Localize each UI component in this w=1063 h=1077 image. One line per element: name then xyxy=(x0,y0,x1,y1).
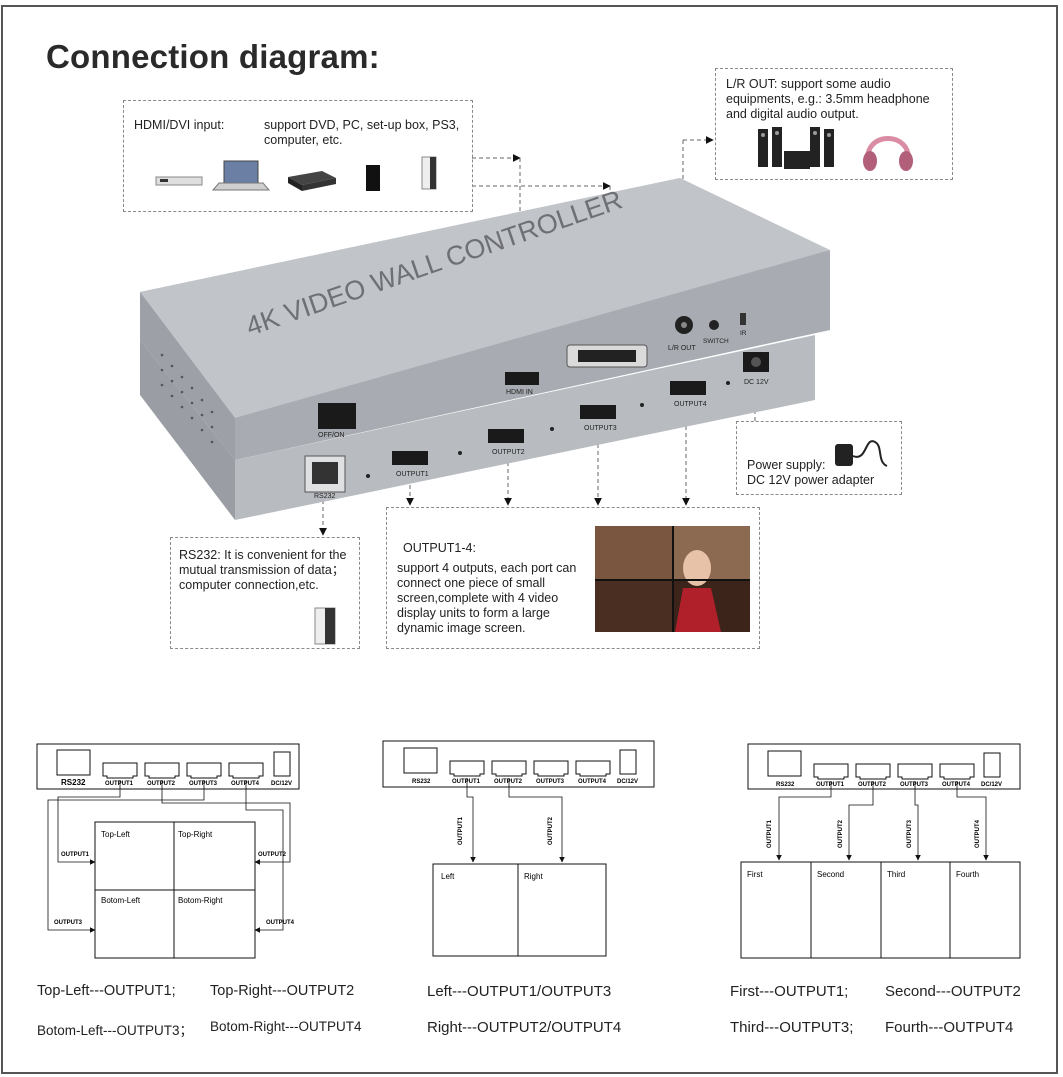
layout-2x2: RS232 OUTPUT1 OUTPUT2 OUTPUT3 OUTPUT4 DC… xyxy=(36,743,300,959)
diagram-label: DC/12V xyxy=(271,781,292,787)
diagram-label: RS232 xyxy=(776,782,795,788)
diagram-label: OUTPUT3 xyxy=(54,920,83,926)
switch-button xyxy=(709,320,719,330)
power-supply-box: Power supply: DC 12V power adapter xyxy=(736,421,902,495)
computer-tower-icon xyxy=(421,156,437,190)
output4-port xyxy=(670,381,706,395)
set-top-box-icon xyxy=(288,171,336,191)
lr-out-box: L/R OUT: support some audio equipments, … xyxy=(715,68,953,180)
power-switch xyxy=(318,403,356,429)
output2-port-label: OUTPUT2 xyxy=(492,449,525,456)
diagram-label: Fourth xyxy=(956,870,979,879)
rs232-text: RS232: It is convenient for the mutual t… xyxy=(179,548,347,592)
diagram-label: OUTPUT4 xyxy=(942,782,971,788)
diagram-label: OUTPUT2 xyxy=(258,852,287,858)
diagram-label: Right xyxy=(524,872,543,881)
output1-port-label: OUTPUT1 xyxy=(396,471,429,478)
diagram-label: OUTPUT2 xyxy=(858,782,887,788)
diagram-label: OUTPUT4 xyxy=(231,781,260,787)
diagram-label: OUTPUT4 xyxy=(975,819,981,848)
caption-layout3-third: Third---OUTPUT3; xyxy=(730,1019,854,1036)
diagram-label: Third xyxy=(887,870,905,879)
caption-layout1-top-right: Top-Right---OUTPUT2 xyxy=(210,983,355,999)
dc-label: DC 12V xyxy=(744,379,769,386)
power-switch-label: OFF/ON xyxy=(318,432,344,439)
diagram-label: Left xyxy=(441,872,455,881)
output-box: OUTPUT1-4: support 4 outputs, each port … xyxy=(386,507,760,649)
dvd-player-icon xyxy=(155,176,203,186)
panel-1-rs232 xyxy=(56,749,91,776)
diagram-label: OUTPUT4 xyxy=(578,779,607,785)
diagram-label: OUTPUT3 xyxy=(189,781,218,787)
diagram-label: OUTPUT2 xyxy=(494,779,523,785)
diagram-label: OUTPUT1 xyxy=(767,819,773,848)
switch-label: SWITCH xyxy=(703,338,729,345)
diagram-label: DC/12V xyxy=(981,782,1002,788)
output4-port-label: OUTPUT4 xyxy=(674,401,707,408)
hdmi-dvi-input-box: HDMI/DVI input: support DVD, PC, set-up … xyxy=(123,100,473,212)
diagram-label: OUTPUT4 xyxy=(266,920,295,926)
diagram-label: OUTPUT1 xyxy=(452,779,481,785)
output1-port xyxy=(392,451,428,465)
lr-out-text: L/R OUT: support some audio equipments, … xyxy=(726,77,930,121)
output-heading: OUTPUT1-4: xyxy=(403,541,476,555)
page-title: Connection diagram: xyxy=(46,38,380,75)
output3-port xyxy=(580,405,616,419)
output2-port xyxy=(488,429,524,443)
diagram-label: RS232 xyxy=(412,779,431,785)
diagram-label: OUTPUT1 xyxy=(458,816,464,845)
layout-1x4: RS232 OUTPUT1 OUTPUT2 OUTPUT3 OUTPUT4 DC… xyxy=(740,743,1021,959)
hdmi-dvi-input-label: HDMI/DVI input: xyxy=(134,118,225,132)
hdmi-in-port xyxy=(505,372,539,385)
diagram-label: OUTPUT3 xyxy=(536,779,565,785)
output-text: support 4 outputs, each port can connect… xyxy=(397,561,577,635)
diagram-label: Top-Right xyxy=(178,830,213,839)
page-frame xyxy=(1,5,1058,1074)
computer-tower-icon xyxy=(314,607,336,645)
diagram-label: RS232 xyxy=(61,778,86,787)
diagram-label: OUTPUT1 xyxy=(816,782,845,788)
hdmi-dvi-input-text: support DVD, PC, set-up box, PS3, comput… xyxy=(264,118,460,147)
video-wall-photo xyxy=(595,526,750,632)
diagram-label: OUTPUT3 xyxy=(900,782,929,788)
caption-layout1-top-left: Top-Left---OUTPUT1; xyxy=(37,983,176,999)
caption-layout1-bottom-right: Botom-Right---OUTPUT4 xyxy=(210,1019,362,1034)
diagram-label: OUTPUT2 xyxy=(548,816,554,845)
laptop-icon xyxy=(211,160,271,191)
diagram-label: OUTPUT2 xyxy=(838,819,844,848)
hdmi-in-label: HDMI IN xyxy=(506,389,533,396)
power-adapter-icon xyxy=(835,440,888,467)
power-supply-label: Power supply: xyxy=(747,458,826,472)
ps3-icon xyxy=(366,165,380,191)
rs232-box: RS232: It is convenient for the mutual t… xyxy=(170,537,360,649)
layout-1x2: RS232 OUTPUT1 OUTPUT2 OUTPUT3 OUTPUT4 DC… xyxy=(382,740,655,957)
diagram-label: OUTPUT3 xyxy=(907,819,913,848)
diagram-label: Top-Left xyxy=(101,830,131,839)
diagram-label: OUTPUT2 xyxy=(147,781,176,787)
caption-layout3-first: First---OUTPUT1; xyxy=(730,983,849,1000)
panel-1 xyxy=(36,743,300,790)
caption-layout1-bottom-left: Botom-Left---OUTPUT3； xyxy=(37,1023,194,1038)
caption-layout3-fourth: Fourth---OUTPUT4 xyxy=(885,1019,1014,1036)
diagram-label: OUTPUT1 xyxy=(105,781,134,787)
headphones-icon xyxy=(863,136,913,171)
diagram-label: DC/12V xyxy=(617,779,638,785)
power-supply-text: DC 12V power adapter xyxy=(747,473,875,487)
caption-layout3-second: Second---OUTPUT2 xyxy=(885,983,1021,1000)
caption-layout2-left: Left---OUTPUT1/OUTPUT3 xyxy=(427,983,612,1000)
lr-out-label: L/R OUT xyxy=(668,345,696,352)
diagram-label: OUTPUT1 xyxy=(61,852,90,858)
output3-port-label: OUTPUT3 xyxy=(584,425,617,432)
speaker-system-icon xyxy=(758,127,834,169)
ir-label: IR xyxy=(740,330,747,337)
diagram-label: First xyxy=(747,870,763,879)
rs232-port-label: RS232 xyxy=(314,493,336,500)
diagram-label: Botom-Right xyxy=(178,896,223,905)
diagram-label: Second xyxy=(817,870,844,879)
video-wall-controller-device: 4K VIDEO WALL CONTROLLER OFF/ON HDMI IN … xyxy=(140,178,830,520)
ir-sensor xyxy=(740,313,746,325)
caption-layout2-right: Right---OUTPUT2/OUTPUT4 xyxy=(427,1019,622,1036)
diagram-label: Botom-Left xyxy=(101,896,141,905)
